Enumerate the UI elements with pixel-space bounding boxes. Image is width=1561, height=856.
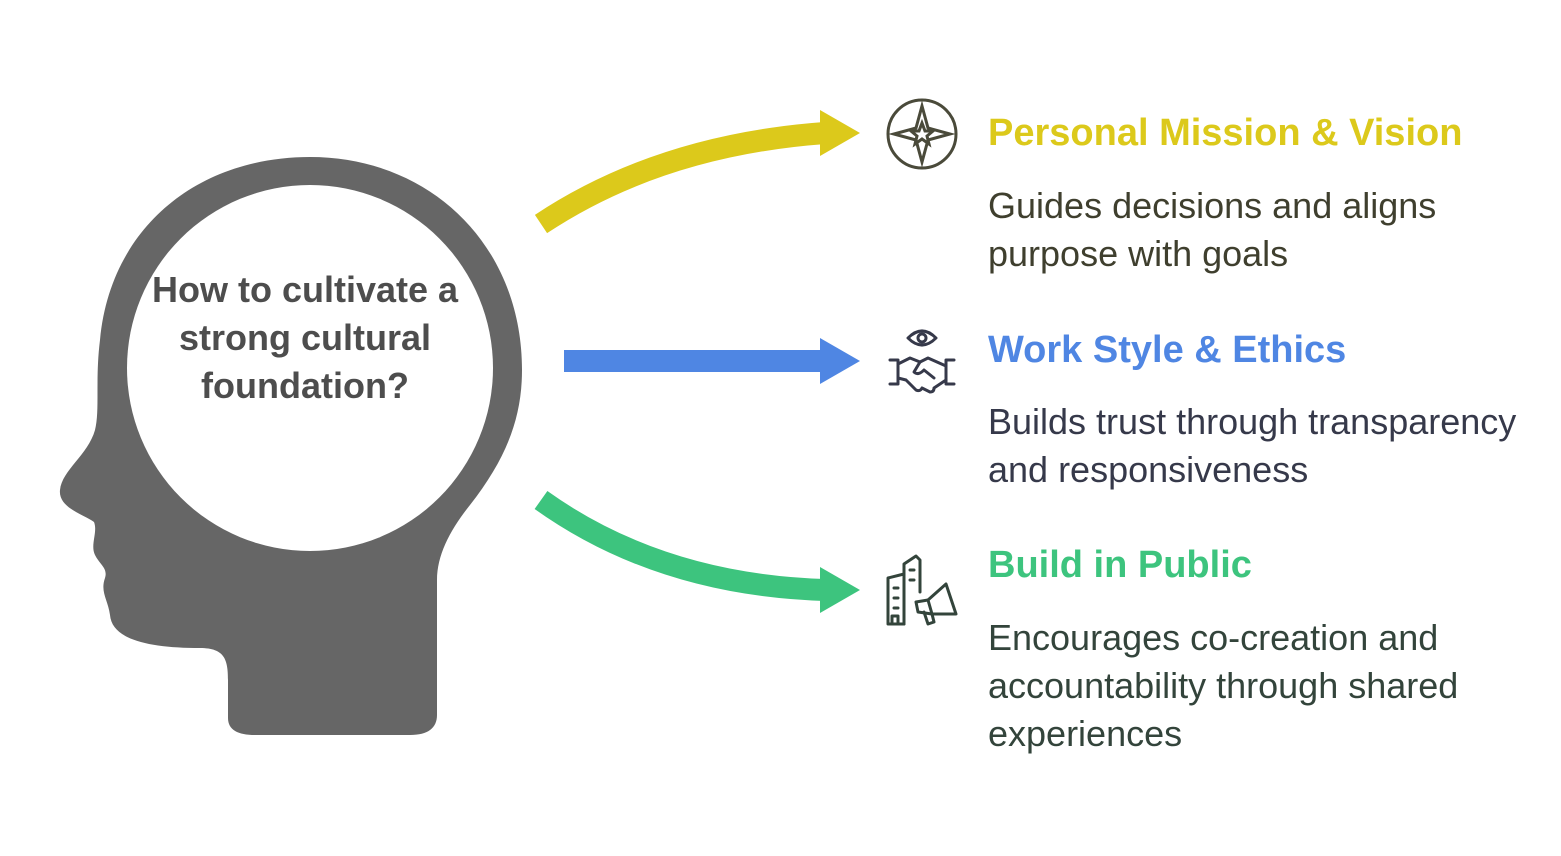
item-title-work-style: Work Style & Ethics — [988, 329, 1347, 371]
item-desc-work-style: Builds trust through transparency and re… — [988, 401, 1517, 490]
central-question: How to cultivate a strong cultural found… — [151, 269, 459, 406]
item-title-mission: Personal Mission & Vision — [988, 112, 1463, 154]
buildings-megaphone-icon — [886, 554, 958, 626]
arrow-bottom — [534, 491, 860, 613]
handshake-eye-icon — [888, 329, 956, 394]
arrow-top — [534, 110, 860, 234]
arrow-middle — [564, 338, 860, 384]
head-inner-circle — [127, 185, 493, 551]
item-desc-mission: Guides decisions and aligns purpose with… — [988, 185, 1437, 274]
compass-icon — [886, 98, 958, 170]
item-desc-build-public: Encourages co-creation and accountabilit… — [988, 617, 1459, 754]
item-title-build-public: Build in Public — [988, 544, 1252, 586]
